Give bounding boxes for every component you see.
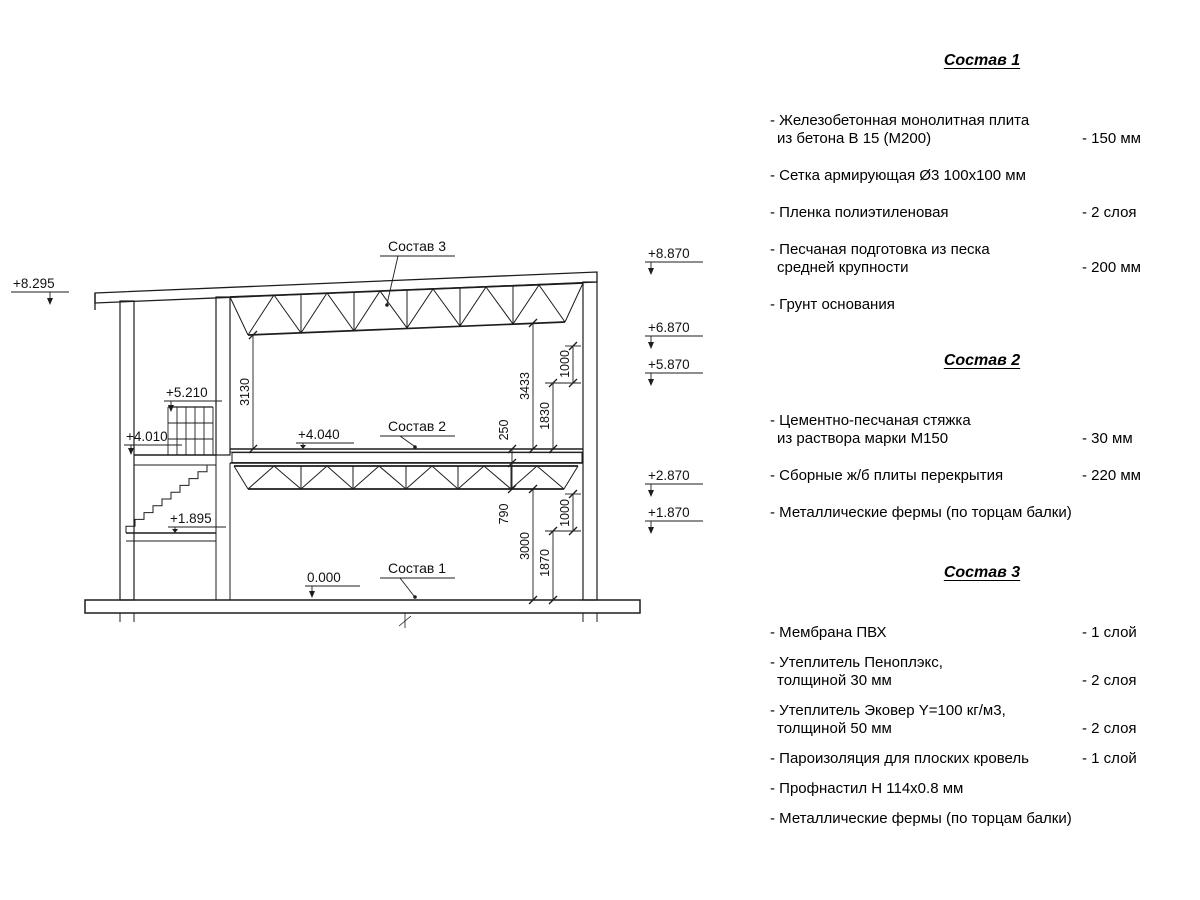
spec-item: - Сетка армирующая Ø3 100х100 мм xyxy=(770,167,1158,185)
spec-item: - Цементно-песчаная стяжка из раствора м… xyxy=(770,412,1158,448)
spec-item-value: - 200 мм xyxy=(1082,259,1141,276)
spec-item-value: - 220 мм xyxy=(1082,467,1141,484)
spec-item: - Пароизоляция для плоских кровель - 1 с… xyxy=(770,750,1158,768)
spec-title-3: Состав 3 xyxy=(943,564,1021,581)
spec-item-text: - Грунт основания xyxy=(770,296,895,313)
spec-item-value: - 2 слоя xyxy=(1082,720,1137,737)
interior-wall xyxy=(215,296,231,600)
spec-item-text: из раствора марки М150 xyxy=(777,430,949,447)
spec-item-text: - Утеплитель Эковер Y=100 кг/м3, xyxy=(770,702,1006,719)
roof xyxy=(94,271,598,310)
spec-item: - Металлические фермы (по торцам балки) xyxy=(770,504,1158,522)
elevation-mark-5210: +5.210 xyxy=(166,385,208,400)
spec-item: - Утеплитель Эковер Y=100 кг/м3, толщино… xyxy=(770,702,1158,738)
spec-item: - Утеплитель Пеноплэкс, толщиной 30 мм -… xyxy=(770,654,1158,690)
spec-item: - Сборные ж/б плиты перекрытия - 220 мм xyxy=(770,467,1158,485)
spec-item-value: - 1 слой xyxy=(1082,624,1137,641)
dim-3433: 3433 xyxy=(518,372,532,400)
right-wall xyxy=(582,281,598,601)
spec-item-text: - Сетка армирующая Ø3 100х100 мм xyxy=(770,167,1026,184)
spec-item-value: - 150 мм xyxy=(1082,130,1141,147)
dim-1870: 1870 xyxy=(538,549,552,577)
spec-item-value: - 1 слой xyxy=(1082,750,1137,767)
spec-item: - Железобетонная монолитная плита из бет… xyxy=(770,112,1158,148)
spec-item-text: толщиной 50 мм xyxy=(777,720,892,737)
dim-1000-lower: 1000 xyxy=(558,499,572,527)
spec-item-text: - Металлические фермы (по торцам балки) xyxy=(770,810,1072,827)
spec-item: - Профнастил Н 114х0.8 мм xyxy=(770,780,1158,798)
elevation-mark-0000: 0.000 xyxy=(307,570,341,585)
spec-item-text: из бетона В 15 (М200) xyxy=(777,130,932,147)
spec-item-text: - Профнастил Н 114х0.8 мм xyxy=(770,780,964,797)
ground-slab xyxy=(84,599,641,628)
spec-item: - Песчаная подготовка из песка средней к… xyxy=(770,241,1158,277)
dim-250: 250 xyxy=(497,420,511,441)
floor-truss xyxy=(233,465,579,490)
composition-labels: Состав 3 Состав 2 Состав 1 xyxy=(380,238,455,599)
elevation-mark-4040: +4.040 xyxy=(298,427,340,442)
staircase xyxy=(125,454,216,542)
spec-item-text: - Сборные ж/б плиты перекрытия xyxy=(770,467,1004,484)
dim-1830: 1830 xyxy=(538,402,552,430)
spec-item-text: - Утеплитель Пеноплэкс, xyxy=(770,654,943,671)
spec-title-2: Состав 2 xyxy=(943,352,1021,369)
dim-790: 790 xyxy=(497,504,511,525)
elevation-marks: +8.295 +8.870 +6.870 +5.870 +2.870 +1.87… xyxy=(11,246,703,598)
spec-item-value: - 2 слоя xyxy=(1082,672,1137,689)
spec-item-text: - Песчаная подготовка из песка xyxy=(770,241,990,258)
spec-item-text: средней крупности xyxy=(777,259,909,276)
floor-slab xyxy=(230,448,583,464)
elevation-mark-8870: +8.870 xyxy=(648,246,690,261)
spec-item: - Грунт основания xyxy=(770,296,1158,314)
label-sostav-3: Состав 3 xyxy=(388,238,446,254)
spec-item-text: - Пароизоляция для плоских кровель xyxy=(770,750,1029,767)
spec-item-text: - Мембрана ПВХ xyxy=(770,624,887,641)
spec-item-text: - Пленка полиэтиленовая xyxy=(770,204,949,221)
section-drawing: +8.295 +8.870 +6.870 +5.870 +2.870 +1.87… xyxy=(11,238,703,628)
elevation-mark-6870: +6.870 xyxy=(648,320,690,335)
spec-title-1: Состав 1 xyxy=(943,52,1021,69)
spec-item: - Металлические фермы (по торцам балки) xyxy=(770,810,1158,828)
spec-section-1: Состав 1 - Железобетонная монолитная пли… xyxy=(770,52,1158,333)
label-sostav-2: Состав 2 xyxy=(388,418,446,434)
label-sostav-1: Состав 1 xyxy=(388,560,446,576)
spec-item: - Мембрана ПВХ - 1 слой xyxy=(770,624,1158,642)
spec-item-text: толщиной 30 мм xyxy=(777,672,892,689)
elevation-mark-5870: +5.870 xyxy=(648,357,690,372)
elevation-mark-1870: +1.870 xyxy=(648,505,690,520)
spec-item-text: - Металлические фермы (по торцам балки) xyxy=(770,504,1072,521)
spec-item-text: - Железобетонная монолитная плита xyxy=(770,112,1030,129)
roof-truss xyxy=(229,282,584,336)
spec-item-value: - 2 слоя xyxy=(1082,204,1137,221)
spec-item-text: - Цементно-песчаная стяжка xyxy=(770,412,971,429)
spec-section-2: Состав 2 - Цементно-песчаная стяжка из р… xyxy=(770,352,1158,541)
dim-1000-upper: 1000 xyxy=(558,350,572,378)
dim-3000: 3000 xyxy=(518,532,532,560)
elevation-mark-2870: +2.870 xyxy=(648,468,690,483)
dim-3130: 3130 xyxy=(238,378,252,406)
spec-item: - Пленка полиэтиленовая - 2 слоя xyxy=(770,204,1158,222)
elevation-mark-1895: +1.895 xyxy=(170,511,212,526)
dimensions: 3130 3433 250 1830 1000 xyxy=(238,318,581,605)
spec-section-3: Состав 3 - Мембрана ПВХ - 1 слой - Утепл… xyxy=(770,564,1158,840)
stair-railing xyxy=(167,406,214,455)
spec-item-value: - 30 мм xyxy=(1082,430,1133,447)
elevation-mark-8295: +8.295 xyxy=(13,276,55,291)
elevation-mark-4010: +4.010 xyxy=(126,429,168,444)
